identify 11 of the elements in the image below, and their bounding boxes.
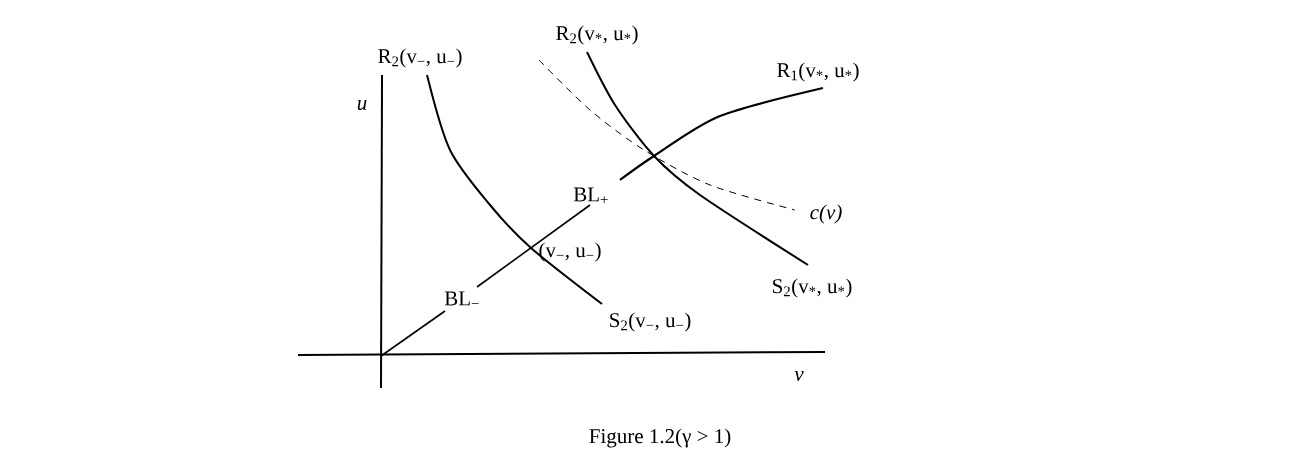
curve-label: S$_{2}$(v$_{−}$, u$_{−}$) — [610, 312, 691, 332]
axis-label: v — [794, 371, 804, 381]
curve-label: S$_{2}$(v$_{*}$, u$_{*}$) — [773, 278, 852, 298]
curve-label: R$_{1}$(v$_{*}$, u$_{*}$) — [777, 62, 859, 82]
curve-label: R$_{2}$(v$_{*}$, u$_{*}$) — [556, 25, 638, 45]
curve-label: R$_{2}$(v$_{−}$, u$_{−}$) — [378, 48, 462, 68]
caption: Figure 1.2(γ > 1) — [589, 428, 731, 448]
curve-label: BL$_{−}$ — [444, 291, 479, 306]
curve-label: BL$_{+}$ — [573, 187, 608, 203]
curve-label: c(v) — [810, 204, 842, 224]
axis-label: u — [357, 100, 367, 110]
